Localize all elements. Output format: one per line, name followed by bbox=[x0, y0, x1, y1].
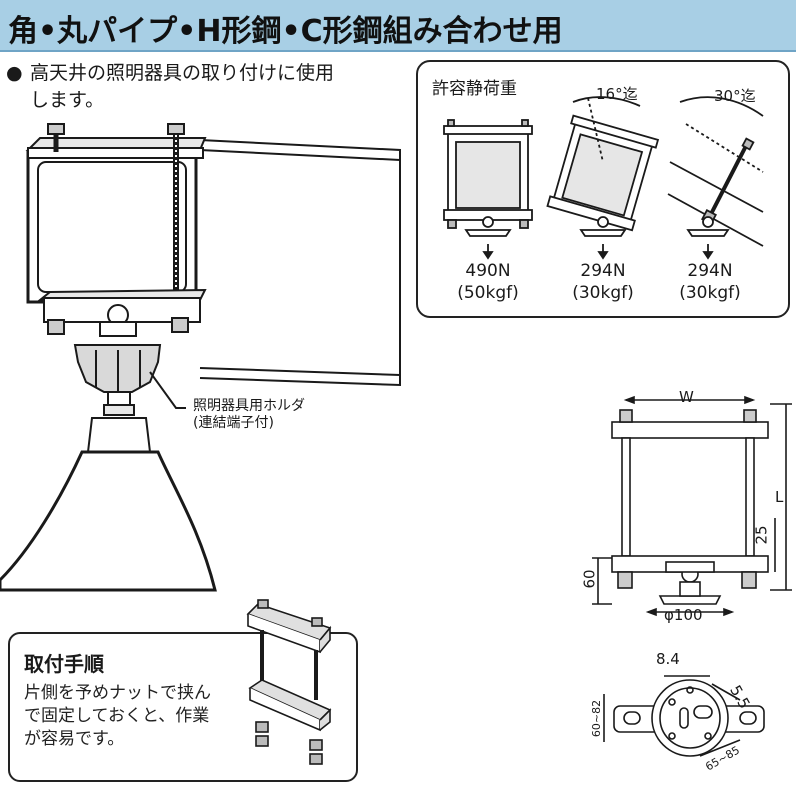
page-title: 角•丸パイプ•H形鋼•C形鋼組み合わせ用 bbox=[8, 14, 563, 49]
holder-label: 照明器具用ホルダ (連結端子付) bbox=[193, 398, 305, 432]
load-value-1-n: 490N bbox=[465, 261, 511, 281]
bullet-icon: ● bbox=[6, 62, 23, 84]
dim-65-85: 65~85 bbox=[703, 743, 742, 774]
dim-w: W bbox=[679, 388, 694, 406]
dim-l: L bbox=[775, 488, 784, 506]
steps-panel: 取付手順 片側を予めナットで挟ん で固定しておくと、作業 が容易です。 bbox=[8, 632, 358, 782]
dim-phi100: φ100 bbox=[664, 606, 703, 624]
steps-line-1: 片側を予めナットで挟ん bbox=[24, 683, 211, 703]
angle-30-label: 30°迄 bbox=[714, 87, 756, 105]
steps-title: 取付手順 bbox=[24, 652, 104, 676]
load-value-2-n: 294N bbox=[580, 261, 626, 281]
main-illustration bbox=[0, 123, 401, 592]
angle-16-label: 16°迄 bbox=[596, 85, 638, 103]
load-panel-title: 許容静荷重 bbox=[432, 79, 517, 99]
steps-text: 片側を予めナットで挟ん で固定しておくと、作業 が容易です。 bbox=[24, 682, 254, 751]
load-value-2-kgf: (30kgf) bbox=[572, 283, 634, 303]
title-bar: 角•丸パイプ•H形鋼•C形鋼組み合わせ用 bbox=[0, 0, 796, 52]
dim-8-4: 8.4 bbox=[656, 650, 680, 668]
dim-5-5: 5.5 bbox=[726, 682, 754, 712]
holder-label-line-1: 照明器具用ホルダ bbox=[193, 398, 305, 414]
intro-text: ● 高天井の照明器具の取り付けに使用 します。 bbox=[6, 60, 406, 114]
intro-line-2: します。 bbox=[30, 89, 105, 111]
steps-line-2: で固定しておくと、作業 bbox=[24, 706, 210, 726]
load-diagrams bbox=[443, 96, 764, 260]
load-value-3: 294N (30kgf) bbox=[655, 260, 765, 304]
load-value-2: 294N (30kgf) bbox=[548, 260, 658, 304]
steps-line-3: が容易です。 bbox=[24, 729, 125, 749]
load-panel: 許容静荷重 bbox=[416, 60, 790, 318]
load-value-1: 490N (50kgf) bbox=[433, 260, 543, 304]
intro-line-1: 高天井の照明器具の取り付けに使用 bbox=[30, 62, 335, 84]
dim-60: 60 bbox=[580, 569, 599, 589]
load-value-1-kgf: (50kgf) bbox=[457, 283, 519, 303]
load-value-3-kgf: (30kgf) bbox=[679, 283, 741, 303]
load-value-3-n: 294N bbox=[687, 261, 733, 281]
dim-60-82: 60~82 bbox=[590, 699, 604, 738]
dim-25: 25 bbox=[752, 525, 771, 545]
holder-label-line-2: (連結端子付) bbox=[193, 415, 274, 431]
